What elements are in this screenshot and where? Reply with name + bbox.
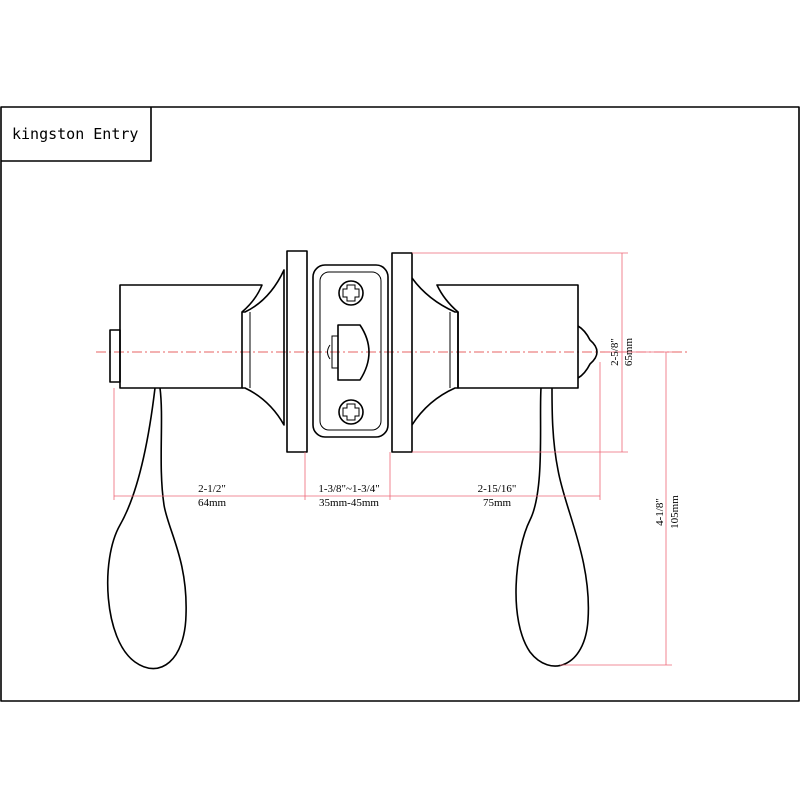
right-rose xyxy=(391,252,413,453)
faceplate-outline xyxy=(312,264,389,438)
title-box xyxy=(1,107,152,162)
left-lever-end-cap xyxy=(109,329,121,383)
left-neck xyxy=(242,269,285,426)
bottom-screw-icon xyxy=(338,399,364,425)
latch-faceplate xyxy=(312,264,389,438)
dim-door-thickness-imperial: 1-3/8"~1-3/4" xyxy=(318,483,379,495)
title-block: kingston Entry xyxy=(1,107,152,162)
dim-left-rose-imperial: 2-1/2" xyxy=(198,483,226,495)
top-screw-icon xyxy=(338,280,364,306)
dimension-lines xyxy=(113,252,672,666)
dim-door-thickness-metric: 35mm-45mm xyxy=(319,497,379,509)
dim-lever-drop-imperial: 4-1/8" xyxy=(654,498,666,526)
faceplate-inner xyxy=(319,271,382,431)
dim-rose-height-imperial: 2-5/8" xyxy=(609,338,621,366)
latch-bolt xyxy=(337,324,370,381)
dim-right-rose-metric: 75mm xyxy=(483,497,512,509)
dim-rose-height-metric: 65mm xyxy=(623,338,635,367)
right-lever-arm xyxy=(436,284,579,389)
dim-right-rose-imperial: 2-15/16" xyxy=(478,483,517,495)
product-title: kingston Entry xyxy=(12,125,138,143)
right-neck xyxy=(411,277,459,426)
drawing-frame xyxy=(0,106,800,702)
left-lever-handle xyxy=(106,387,187,670)
right-lever-tip xyxy=(577,325,598,379)
left-rose xyxy=(286,250,308,453)
latch-bolt-step xyxy=(331,335,338,369)
left-lever-arm xyxy=(119,284,263,389)
latch-bolt-nub xyxy=(327,344,331,360)
right-lever xyxy=(411,277,598,667)
left-lever xyxy=(106,269,285,670)
right-lever-handle xyxy=(515,387,590,667)
dim-left-rose-metric: 64mm xyxy=(198,497,227,509)
dim-lever-drop-metric: 105mm xyxy=(669,495,681,529)
